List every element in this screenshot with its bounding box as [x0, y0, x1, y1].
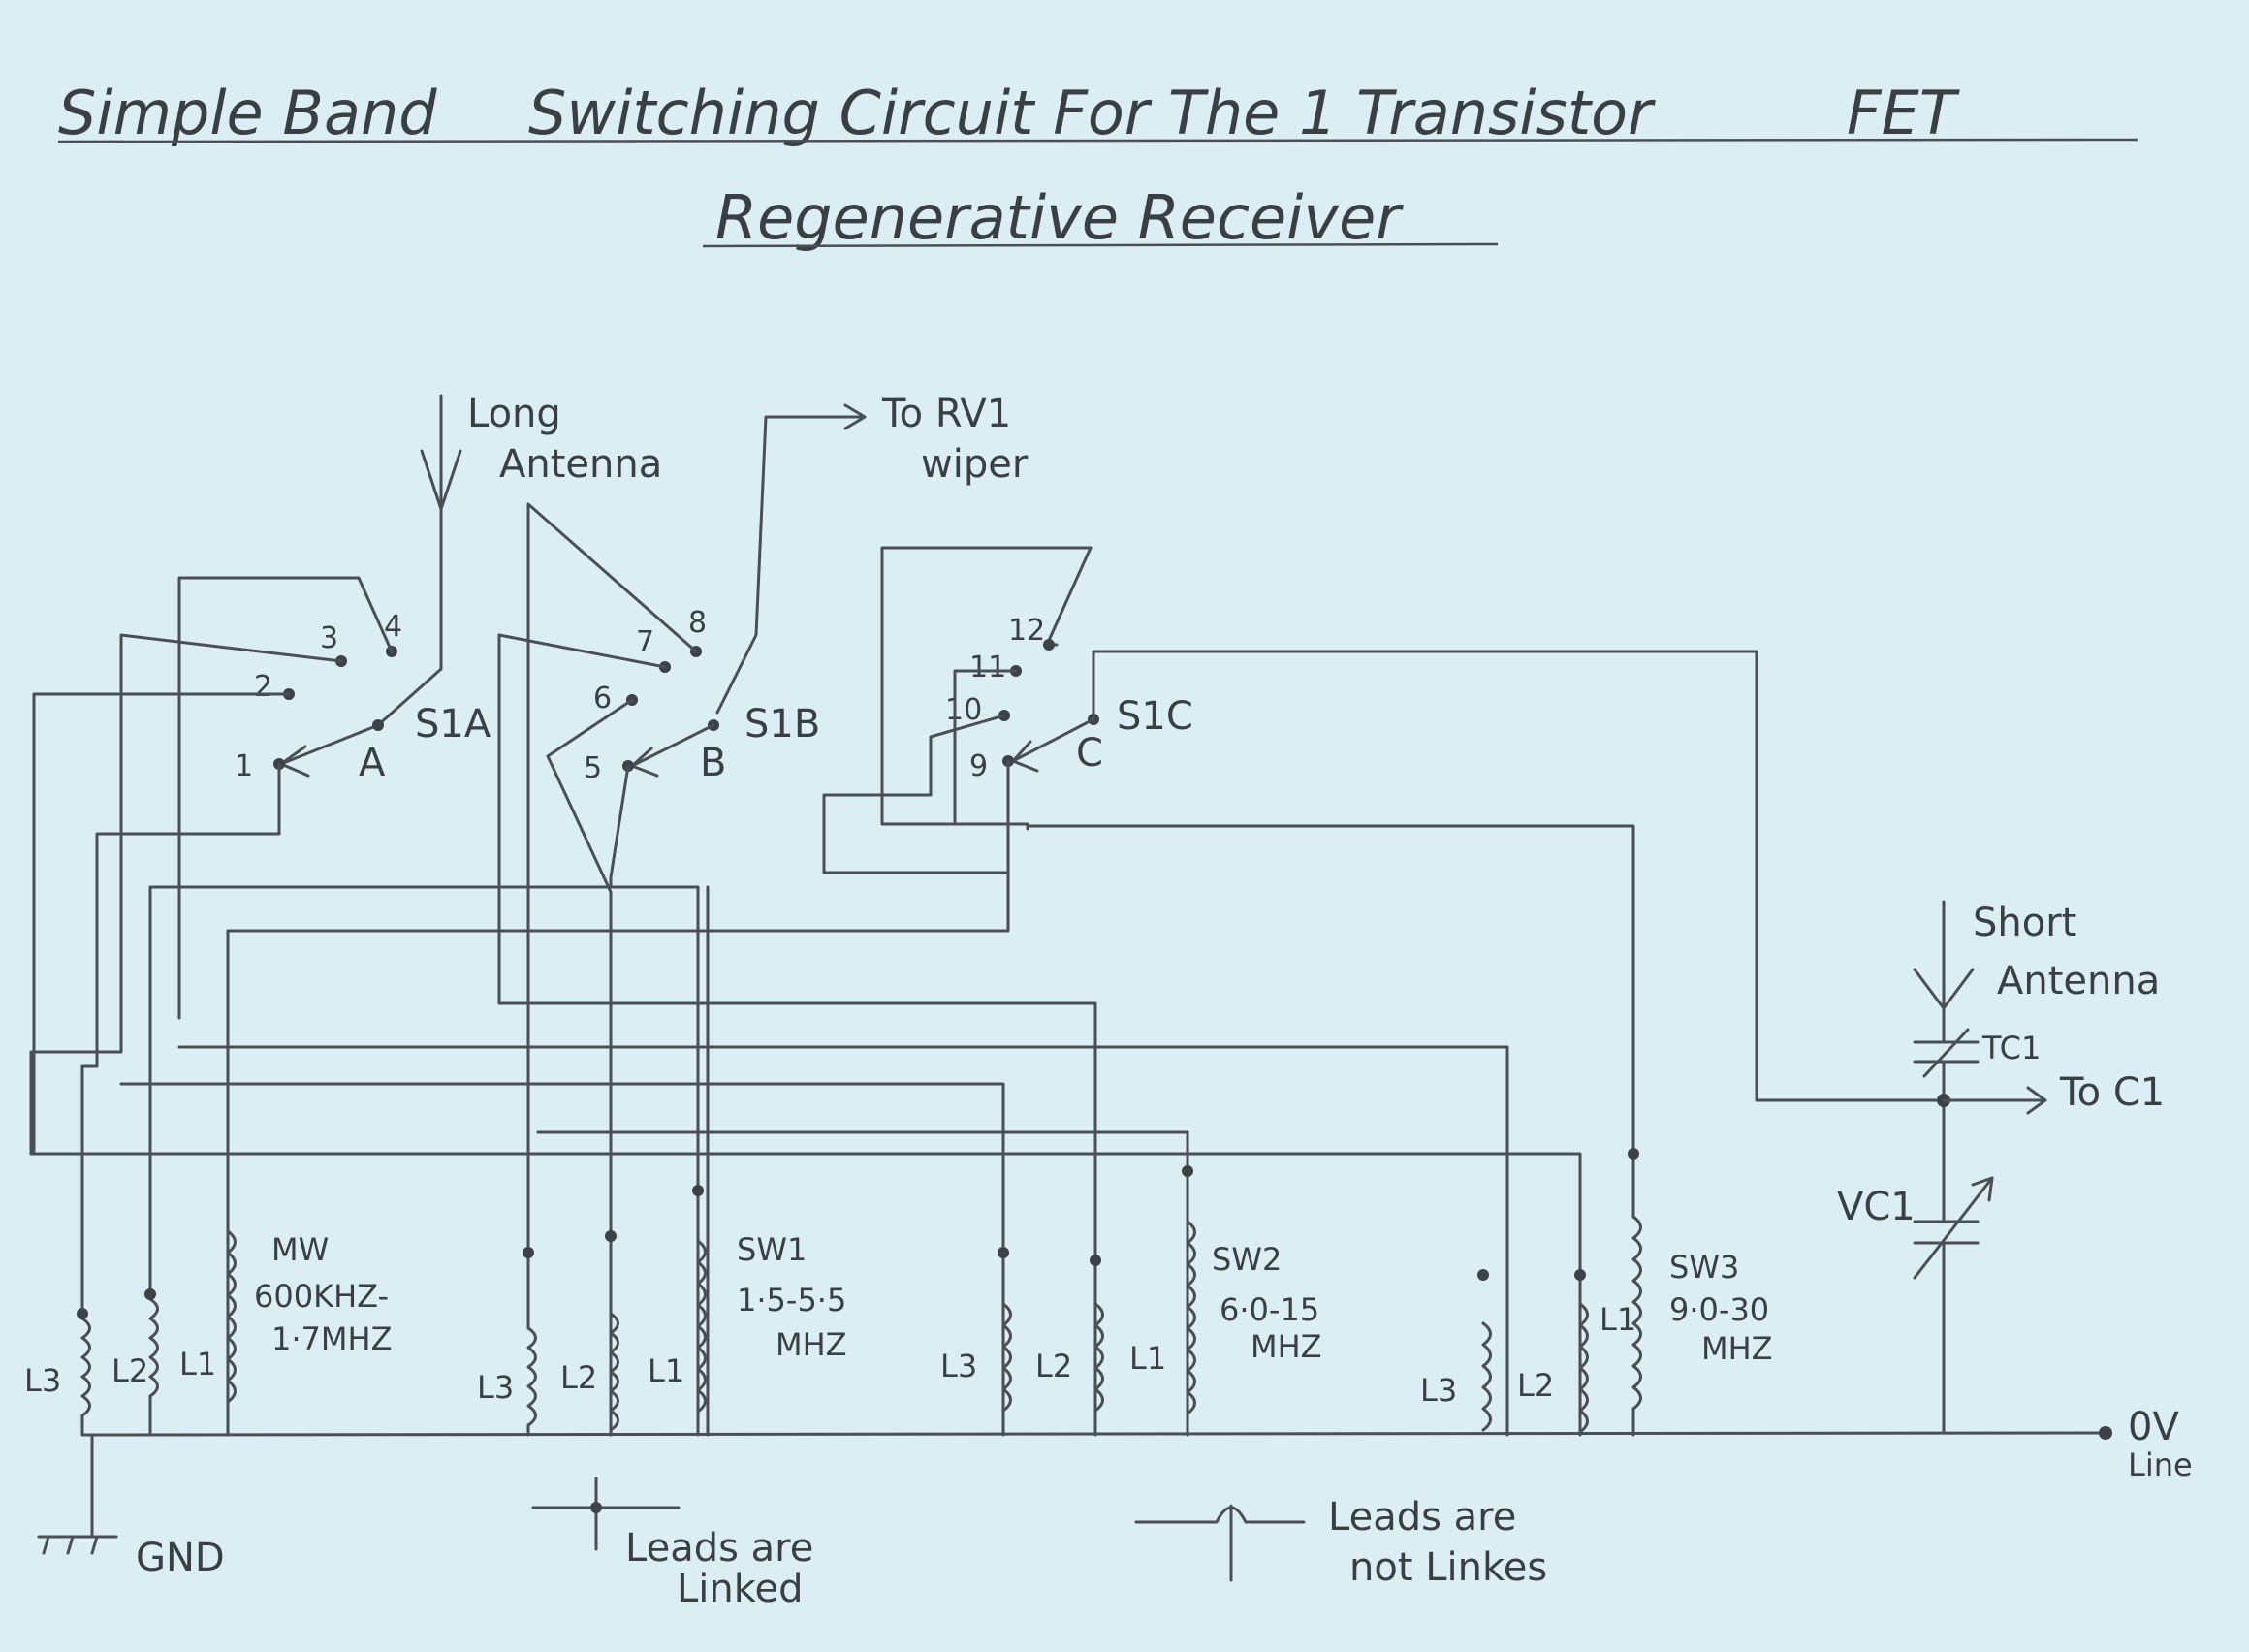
contact-4: 4: [384, 610, 402, 644]
coil-sw3-l3: [1481, 1321, 1492, 1432]
band-sw2-name: SW2: [1212, 1241, 1282, 1278]
contact-11: 11: [969, 651, 1006, 684]
band-sw1-range-1: 1·5-5·5: [737, 1282, 846, 1318]
contact-8: 8: [688, 606, 707, 640]
label-sw2-l3: L3: [940, 1348, 977, 1384]
title-line1-b: Switching Circuit For The 1 Transistor: [528, 78, 1656, 148]
band-sw3-name: SW3: [1669, 1249, 1739, 1286]
wiper-b-label: B: [700, 741, 726, 785]
label-sw3-l1: L1: [1600, 1301, 1636, 1338]
legend-not-linked-h: [1134, 1506, 1306, 1524]
band-mw-range-2: 1·7MHZ: [271, 1320, 392, 1357]
contact-7: 7: [636, 625, 654, 659]
coil-sw1-l2: [609, 1312, 619, 1432]
wiper-c-label: C: [1076, 731, 1103, 776]
s1a-section: Long Antenna S1A A 1 2 3 4: [29, 392, 662, 1320]
wiper-a-label: A: [359, 741, 386, 785]
band-mw-range-1: 600KHZ-: [254, 1278, 389, 1315]
label-sw2-l1: L1: [1129, 1340, 1166, 1377]
title-line2: Regenerative Receiver: [715, 182, 1404, 253]
band-sw1-range-2: MHZ: [776, 1326, 847, 1363]
long-antenna-label-2: Antenna: [499, 442, 662, 487]
short-antenna-arrow-icon: [1913, 968, 1975, 1010]
bus-wiring: [29, 885, 1582, 1437]
coil-mw-l2: [148, 1297, 159, 1398]
s1c-section: S1C C 9 10 11 12: [226, 546, 1946, 1437]
title-underline-2: [702, 242, 1499, 248]
band-sw3-range-1: 9·0-30: [1669, 1291, 1769, 1328]
coil-sw3-l1: [1631, 1215, 1642, 1411]
to-rv1-label-2: wiper: [921, 442, 1029, 487]
to-c1-label: To C1: [2059, 1070, 2165, 1115]
tc1-label: TC1: [1981, 1030, 2041, 1066]
s1b-section: To RV1 wiper S1B B 5 6 7 8: [497, 392, 1029, 1437]
legend-linked-1: Leads are: [625, 1526, 813, 1571]
title-line1-c: FET: [1847, 78, 1960, 148]
to-rv1-label-1: To RV1: [881, 392, 1011, 436]
coil-sw1-l1: [696, 1239, 707, 1414]
band-sw2-range-1: 6·0-15: [1220, 1291, 1319, 1328]
label-mw-l2: L2: [111, 1352, 148, 1389]
contact-12: 12: [1008, 614, 1045, 648]
band-mw-name: MW: [271, 1231, 329, 1268]
antenna-arrow-icon: [420, 449, 462, 511]
coil-mw-l1: [226, 1229, 237, 1404]
gnd-label: GND: [136, 1536, 225, 1580]
s1a-label: S1A: [415, 702, 491, 747]
contact-2: 2: [254, 670, 272, 704]
contact-6: 6: [593, 682, 612, 715]
label-sw1-l2: L2: [560, 1359, 597, 1396]
legend-not-linked-1: Leads are: [1328, 1495, 1516, 1540]
legend-not-linked-2: not Linkes: [1349, 1545, 1547, 1590]
coil-sw2-l3: [1001, 1302, 1012, 1413]
contact-1: 1: [235, 749, 253, 783]
label-sw3-l2: L2: [1517, 1367, 1554, 1404]
ov-label-2: Line: [2128, 1446, 2193, 1483]
label-sw2-l2: L2: [1035, 1348, 1072, 1384]
ground-rail: 0V Line GND: [37, 1405, 2193, 1580]
coil-mw-l3: [80, 1317, 91, 1417]
title-line1-a: Simple Band: [58, 78, 437, 148]
title: Simple Band Switching Circuit For The 1 …: [57, 78, 2138, 253]
coils: L3 L2 L1 MW 600KHZ- 1·7MHZ L3 L2 L1 SW1 …: [24, 1132, 1773, 1437]
label-sw1-l1: L1: [648, 1352, 684, 1389]
contact-9: 9: [969, 749, 988, 783]
contact-10: 10: [945, 693, 982, 727]
coil-sw3-l2: [1578, 1302, 1589, 1434]
label-sw3-l3: L3: [1420, 1372, 1457, 1409]
title-underline-1: [57, 138, 2138, 143]
band-sw1-name: SW1: [737, 1231, 807, 1268]
short-antenna-label-2: Antenna: [1997, 959, 2160, 1003]
to-rv1-arrow-icon: [843, 403, 867, 430]
coil-sw1-l3: [526, 1326, 537, 1427]
label-mw-l1: L1: [179, 1346, 216, 1382]
short-antenna-section: Short Antenna TC1 To C1 VC1: [1837, 900, 2165, 1435]
s1c-label: S1C: [1117, 694, 1193, 739]
coil-sw2-l2: [1093, 1302, 1104, 1413]
vc1-label: VC1: [1837, 1185, 1916, 1229]
s1b-label: S1B: [744, 702, 820, 747]
band-sw2-range-2: MHZ: [1251, 1328, 1322, 1365]
contact-5: 5: [584, 751, 602, 785]
coil-sw2-l1: [1186, 1220, 1196, 1415]
ov-label-1: 0V: [2128, 1405, 2179, 1449]
long-antenna-label-1: Long: [467, 392, 561, 436]
to-c1-arrow-icon: [2026, 1086, 2047, 1115]
label-mw-l3: L3: [24, 1362, 61, 1399]
label-sw1-l3: L3: [477, 1369, 514, 1406]
legend-linked-2: Linked: [677, 1567, 804, 1611]
legend: Leads are Linked Leads are not Linkes: [531, 1477, 1547, 1611]
contact-3: 3: [320, 621, 338, 655]
short-antenna-label-1: Short: [1973, 901, 2076, 945]
band-sw3-range-2: MHZ: [1701, 1330, 1773, 1367]
